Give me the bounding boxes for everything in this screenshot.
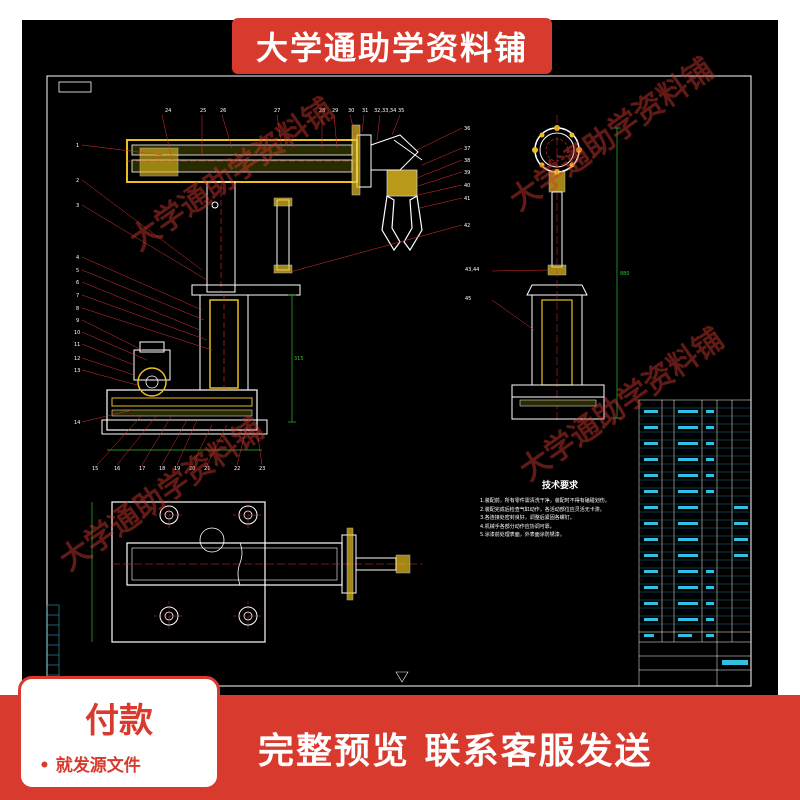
- bom-text-marks: [644, 410, 748, 665]
- svg-text:5: 5: [76, 268, 79, 274]
- svg-text:6: 6: [76, 280, 79, 286]
- svg-text:1: 1: [76, 143, 79, 149]
- svg-text:38: 38: [464, 158, 470, 164]
- svg-text:36: 36: [464, 126, 470, 132]
- svg-text:18: 18: [159, 466, 165, 472]
- svg-text:40: 40: [464, 183, 470, 189]
- svg-text:23: 23: [259, 466, 265, 472]
- bottom-promo-text: 完整预览 联系客服发送: [258, 731, 653, 772]
- svg-text:20: 20: [189, 466, 195, 472]
- tech-line: 2.装配完成后检查气缸动作，各活动部位应灵活无卡滞。: [480, 506, 605, 513]
- svg-text:10: 10: [74, 330, 80, 336]
- svg-text:17: 17: [139, 466, 145, 472]
- svg-text:30: 30: [348, 108, 354, 114]
- bom-rows: [639, 407, 751, 625]
- svg-text:42: 42: [464, 223, 470, 229]
- technical-requirements: 技术要求 1.装配前，所有零件需清洗干净，装配时不得有磕碰划伤。 2.装配完成后…: [480, 478, 640, 540]
- svg-text:22: 22: [234, 466, 240, 472]
- svg-text:35: 35: [398, 108, 404, 114]
- svg-text:12: 12: [74, 356, 80, 362]
- svg-text:43,44: 43,44: [465, 267, 479, 273]
- svg-text:9: 9: [76, 318, 79, 324]
- svg-text:25: 25: [200, 108, 206, 114]
- top-view: [91, 500, 422, 643]
- svg-text:16: 16: [114, 466, 120, 472]
- svg-text:24: 24: [165, 108, 171, 114]
- tech-line: 5.涂漆前处理表面，外表面涂防锈漆。: [480, 532, 565, 538]
- cad-drawing: 315: [46, 75, 752, 687]
- tech-line: 1.装配前，所有零件需清洗干净，装配时不得有磕碰划伤。: [480, 498, 610, 504]
- pay-subtitle: • 就发源文件: [39, 756, 141, 776]
- svg-text:45: 45: [465, 296, 471, 302]
- svg-text:15: 15: [92, 466, 98, 472]
- top-banner: 大学通助学资料铺: [232, 18, 552, 74]
- svg-text:8: 8: [76, 306, 79, 312]
- svg-text:37: 37: [464, 146, 470, 152]
- svg-text:315: 315: [294, 356, 304, 362]
- svg-text:26: 26: [220, 108, 226, 114]
- svg-text:7: 7: [76, 293, 79, 299]
- svg-text:14: 14: [74, 420, 80, 426]
- svg-text:13: 13: [74, 368, 80, 374]
- svg-text:31: 31: [362, 108, 368, 114]
- tech-title: 技术要求: [541, 481, 578, 491]
- tech-line: 4.机械手各部分动作应协调可靠。: [480, 523, 555, 530]
- bom-table: [638, 399, 752, 687]
- svg-text:27: 27: [274, 108, 280, 114]
- svg-text:880: 880: [620, 271, 630, 277]
- svg-text:11: 11: [74, 342, 80, 348]
- svg-text:29: 29: [332, 108, 338, 114]
- svg-text:4: 4: [76, 255, 79, 261]
- svg-text:3: 3: [76, 203, 79, 209]
- side-view: 880: [491, 115, 630, 420]
- svg-text:32,33,34: 32,33,34: [374, 108, 396, 114]
- svg-text:39: 39: [464, 170, 470, 176]
- drawing-frame: [46, 75, 752, 687]
- svg-text:21: 21: [204, 466, 210, 472]
- svg-text:19: 19: [174, 466, 180, 472]
- left-revision-table: [46, 604, 60, 687]
- svg-text:28: 28: [319, 108, 325, 114]
- svg-text:41: 41: [464, 196, 470, 202]
- frame-code-box: [58, 81, 92, 93]
- pay-box[interactable]: 付款 • 就发源文件: [18, 676, 220, 790]
- tech-line: 3.各连接处密封良好，调整后紧固各螺钉。: [480, 515, 575, 521]
- banner-title: 大学通助学资料铺: [255, 29, 528, 67]
- pay-title: 付款: [85, 701, 153, 741]
- front-view: 315: [74, 108, 479, 472]
- svg-text:2: 2: [76, 178, 79, 184]
- cad-drawing-canvas: 315: [22, 20, 778, 695]
